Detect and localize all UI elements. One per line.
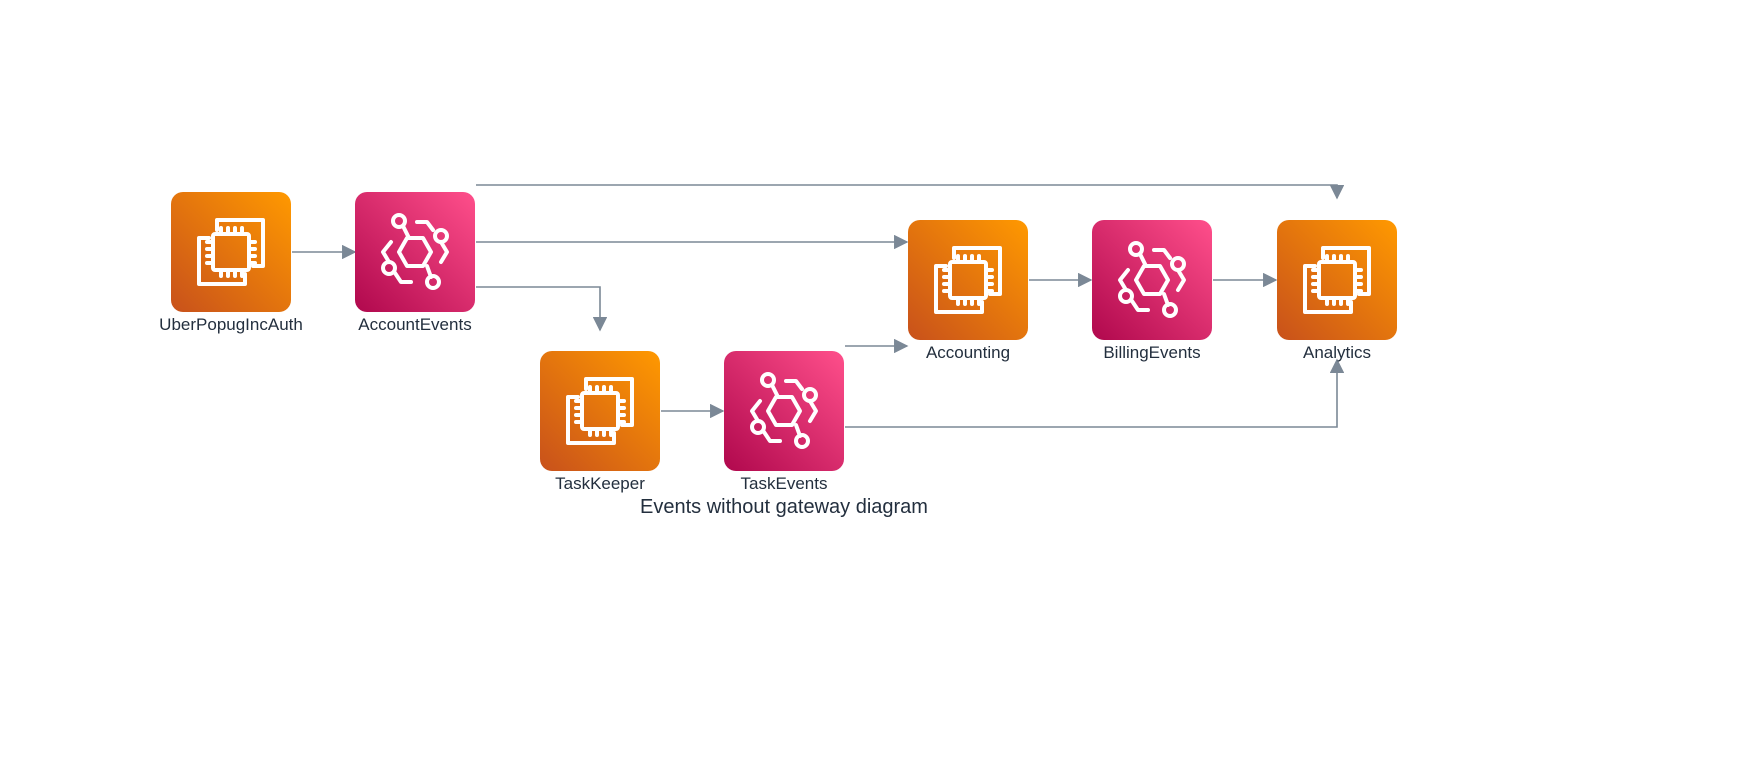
node-label: Accounting	[926, 343, 1010, 362]
node-taskevents[interactable]: TaskEvents	[724, 351, 844, 493]
node-label: TaskKeeper	[555, 474, 645, 493]
node-label: AccountEvents	[358, 315, 471, 334]
edge-taskevents-to-analytics	[845, 358, 1345, 428]
diagram-caption: Events without gateway diagram	[640, 496, 928, 518]
node-label: TaskEvents	[741, 474, 828, 493]
eventbus-tile	[355, 192, 475, 312]
eventbus-tile	[1092, 220, 1212, 340]
edge-accountevents-to-analytics	[476, 184, 1345, 200]
node-accountevents[interactable]: AccountEvents	[355, 192, 475, 334]
node-uberpopugincauth[interactable]: UberPopugIncAuth	[159, 192, 303, 334]
node-label: BillingEvents	[1103, 343, 1200, 362]
node-accounting[interactable]: Accounting	[908, 220, 1028, 362]
compute-tile	[171, 192, 291, 312]
eventbus-tile	[724, 351, 844, 471]
node-analytics[interactable]: Analytics	[1277, 220, 1397, 362]
node-taskkeeper[interactable]: TaskKeeper	[540, 351, 660, 493]
node-label: Analytics	[1303, 343, 1371, 362]
edge-layer	[292, 184, 1345, 428]
edge-accountevents-to-taskkeeper	[476, 286, 608, 332]
compute-tile	[1277, 220, 1397, 340]
node-billingevents[interactable]: BillingEvents	[1092, 220, 1212, 362]
compute-tile	[908, 220, 1028, 340]
compute-tile	[540, 351, 660, 471]
node-label: UberPopugIncAuth	[159, 315, 303, 334]
